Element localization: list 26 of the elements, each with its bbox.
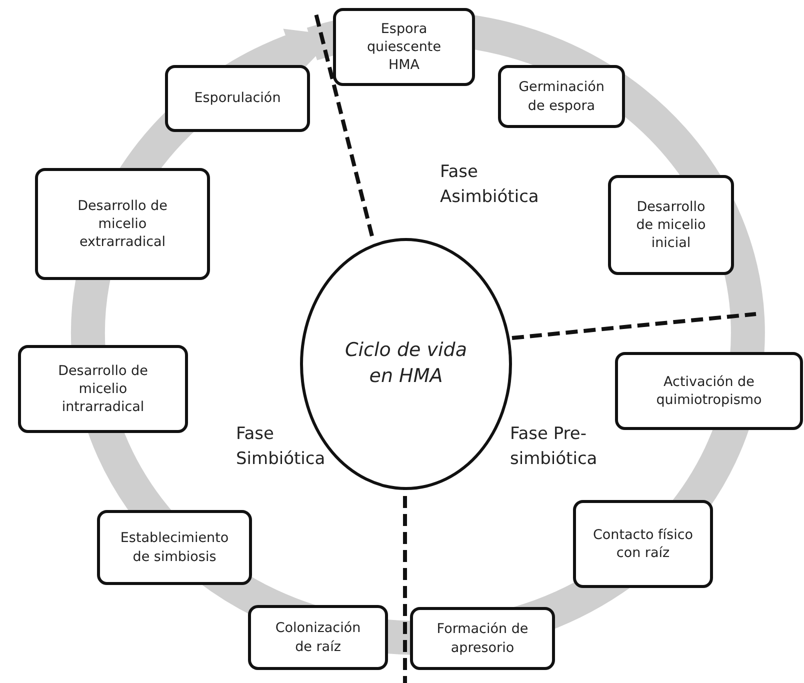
stage-text: Esporulación xyxy=(194,89,281,108)
phase-label: Fase Asimbiótica xyxy=(440,161,540,209)
stage-box xyxy=(165,65,310,132)
stage-text: Espora quiescente HMA xyxy=(366,20,442,74)
stage-text: Contacto físico con raíz xyxy=(592,526,694,562)
stage-text: Activación de quimiotropismo xyxy=(655,372,763,410)
stage-text: Desarrollo de micelio extrarradical xyxy=(76,196,168,252)
stage-box xyxy=(615,352,803,430)
stage-text: Ciclo de vida en HMA xyxy=(345,338,467,389)
stage-box xyxy=(97,510,252,585)
stage-text: Desarrollo de micelio inicial xyxy=(635,198,707,252)
stage-text: Desarrollo de micelio intrarradical xyxy=(57,362,149,416)
stage-box xyxy=(333,8,475,86)
stage-text: Formación de apresorio xyxy=(436,620,530,657)
phase-label: Fase Pre-simbiótica xyxy=(510,423,598,471)
stage-box xyxy=(35,168,210,280)
stage-text: Colonización de raíz xyxy=(274,619,362,656)
stage-box xyxy=(248,605,388,670)
stage-box xyxy=(410,607,555,670)
stage-box xyxy=(573,500,713,588)
phase-label: Fase Simbiótica xyxy=(236,423,326,471)
stage-box xyxy=(608,175,734,275)
stage-text: Germinación de espora xyxy=(518,78,606,115)
stage-box xyxy=(18,345,188,433)
stage-box xyxy=(498,65,625,128)
stage-text: Establecimiento de simbiosis xyxy=(119,529,230,566)
